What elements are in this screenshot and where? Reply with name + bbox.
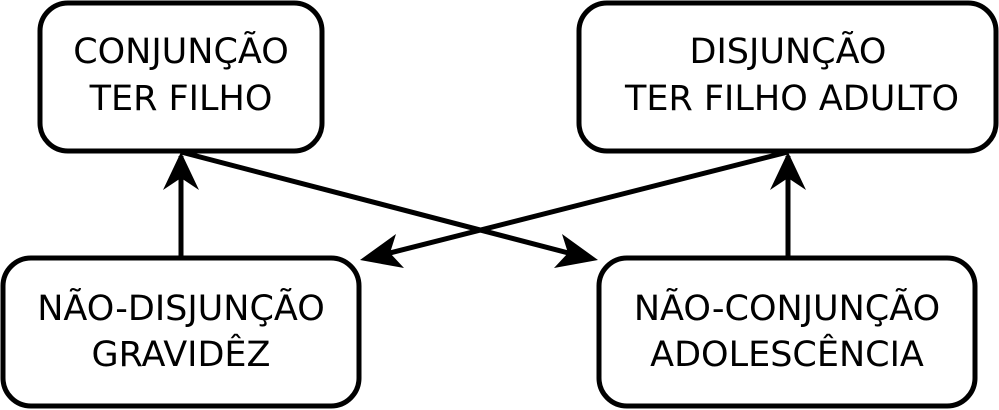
arrowhead-up-right	[770, 152, 806, 190]
node-conjuncao-line2: TER FILHO	[89, 79, 273, 119]
node-disjuncao: DISJUNÇÃO TER FILHO ADULTO	[576, 0, 999, 154]
node-nao-conjuncao-line2: ADOLESCÊNCIA	[650, 333, 924, 375]
arrow-disjuncao-to-nao-disjuncao	[377, 149, 789, 259]
arrows	[163, 149, 806, 268]
node-nao-conjuncao: NÃO-CONJUNÇÃO ADOLESCÊNCIA	[596, 255, 978, 409]
arrowhead-up-left	[163, 152, 199, 190]
node-nao-disjuncao: NÃO-DISJUNÇÃO GRAVIDÊZ	[0, 255, 362, 409]
node-disjuncao-line2: TER FILHO ADULTO	[624, 79, 959, 119]
node-disjuncao-line1: DISJUNÇÃO	[690, 30, 887, 72]
node-nao-disjuncao-line2: GRAVIDÊZ	[91, 333, 270, 375]
arrow-conjuncao-to-nao-conjuncao	[180, 149, 581, 259]
arrowhead-down-right	[554, 234, 598, 268]
node-nao-disjuncao-box	[0, 255, 362, 409]
node-conjuncao-box	[37, 0, 325, 154]
node-conjuncao: CONJUNÇÃO TER FILHO	[37, 0, 325, 154]
arrowhead-down-left	[360, 234, 404, 268]
node-conjuncao-line1: CONJUNÇÃO	[73, 30, 289, 72]
node-nao-disjuncao-line1: NÃO-DISJUNÇÃO	[37, 287, 325, 329]
node-nao-conjuncao-line1: NÃO-CONJUNÇÃO	[634, 287, 940, 329]
node-disjuncao-box	[576, 0, 999, 154]
node-nao-conjuncao-box	[596, 255, 978, 409]
